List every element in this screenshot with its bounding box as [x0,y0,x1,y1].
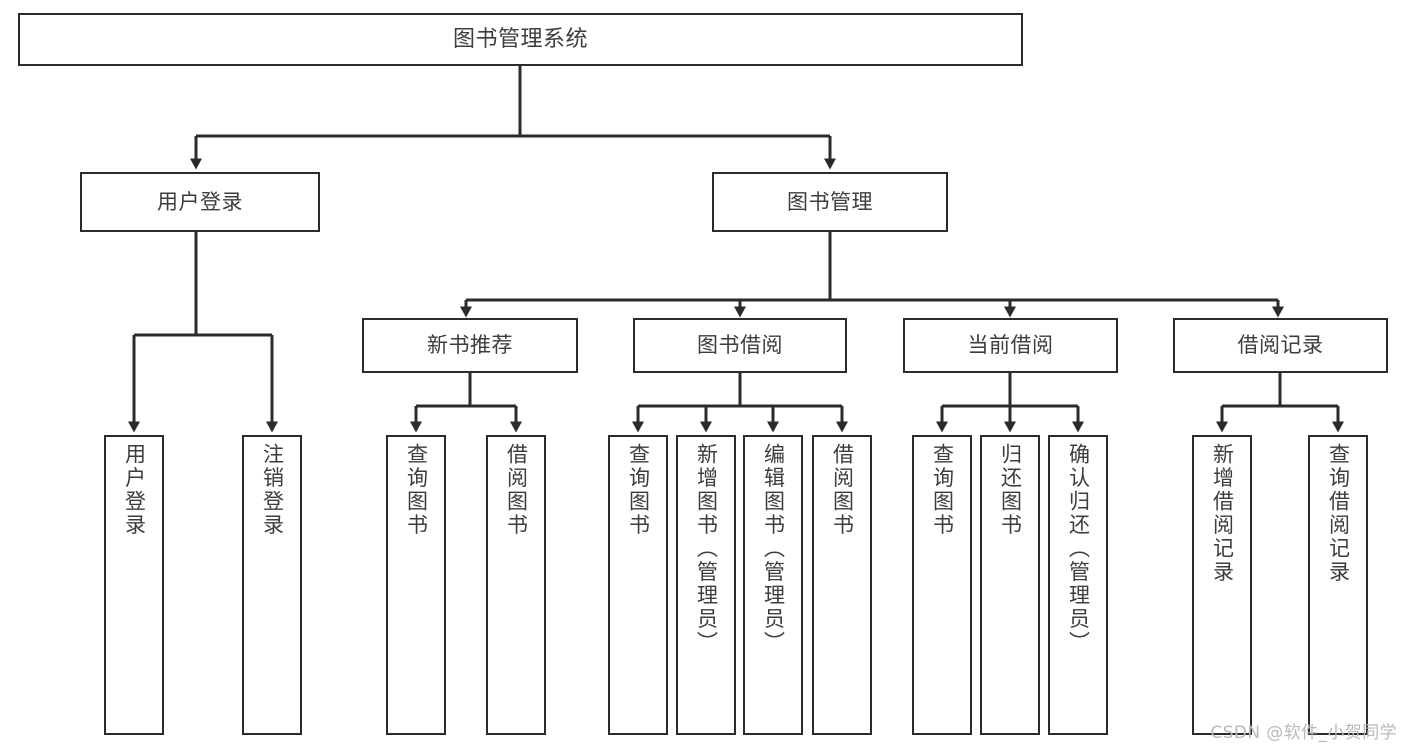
node-leaf-query-record-label: 查询借阅记录 [1326,443,1351,584]
node-borrow-record-label: 借阅记录 [1237,333,1324,358]
node-leaf-query-book-3[interactable]: 查询图书 [912,435,972,735]
node-leaf-user-logout-label: 注销登录 [260,443,285,537]
node-leaf-confirm-return[interactable]: 确认归还（管理员） [1048,435,1108,735]
node-book-management[interactable]: 图书管理 [712,172,948,232]
node-leaf-add-book-label: 新增图书（管理员） [694,443,719,655]
node-leaf-add-record-label: 新增借阅记录 [1210,443,1235,584]
node-leaf-borrow-book-1-label: 借阅图书 [504,443,529,537]
node-leaf-return-book-label: 归还图书 [998,443,1023,537]
node-leaf-query-book-2[interactable]: 查询图书 [608,435,668,735]
node-leaf-query-book-3-label: 查询图书 [930,443,955,537]
node-leaf-user-logout[interactable]: 注销登录 [242,435,302,735]
watermark: CSDN @软件_小贺同学 [1210,723,1397,743]
node-leaf-borrow-book-1[interactable]: 借阅图书 [486,435,546,735]
node-leaf-user-login-label: 用户登录 [122,443,147,537]
node-user-login-label: 用户登录 [157,189,243,214]
node-leaf-add-record[interactable]: 新增借阅记录 [1192,435,1252,735]
node-new-book-recommend-label: 新书推荐 [427,333,513,358]
node-leaf-user-login[interactable]: 用户登录 [104,435,164,735]
node-leaf-borrow-book-2[interactable]: 借阅图书 [812,435,872,735]
node-leaf-query-record[interactable]: 查询借阅记录 [1308,435,1368,735]
node-borrow-record[interactable]: 借阅记录 [1173,318,1388,373]
node-leaf-query-book-2-label: 查询图书 [626,443,651,537]
node-user-login[interactable]: 用户登录 [80,172,320,232]
node-new-book-recommend[interactable]: 新书推荐 [362,318,578,373]
node-leaf-confirm-return-label: 确认归还（管理员） [1066,443,1091,655]
node-leaf-return-book[interactable]: 归还图书 [980,435,1040,735]
node-book-borrow[interactable]: 图书借阅 [633,318,847,373]
node-leaf-edit-book-label: 编辑图书（管理员） [761,443,786,655]
node-leaf-borrow-book-2-label: 借阅图书 [830,443,855,537]
node-root[interactable]: 图书管理系统 [18,13,1023,66]
node-current-borrow[interactable]: 当前借阅 [903,318,1118,373]
node-leaf-query-book-1[interactable]: 查询图书 [386,435,446,735]
node-root-label: 图书管理系统 [452,26,588,52]
node-book-management-label: 图书管理 [787,189,873,214]
node-leaf-edit-book[interactable]: 编辑图书（管理员） [743,435,803,735]
node-book-borrow-label: 图书借阅 [697,333,783,358]
node-leaf-query-book-1-label: 查询图书 [404,443,429,537]
node-current-borrow-label: 当前借阅 [967,333,1054,358]
node-leaf-add-book[interactable]: 新增图书（管理员） [676,435,736,735]
